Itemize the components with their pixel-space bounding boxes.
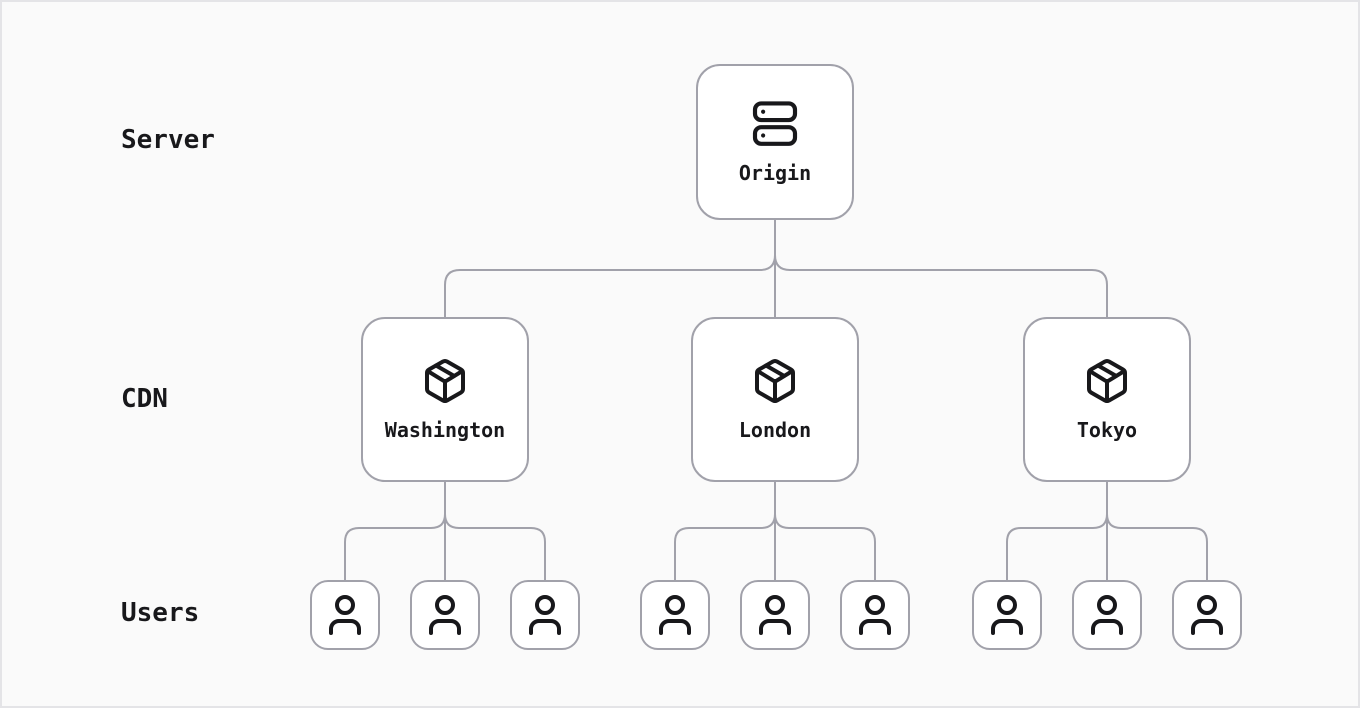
- node-origin-label: Origin: [738, 161, 812, 185]
- user-node: [840, 580, 910, 650]
- user-node: [1172, 580, 1242, 650]
- user-node: [740, 580, 810, 650]
- user-node: [972, 580, 1042, 650]
- row-label-server: Server: [121, 125, 215, 155]
- user-node: [410, 580, 480, 650]
- user-icon: [329, 595, 361, 635]
- row-label-users: Users: [121, 598, 200, 628]
- user-icon: [529, 595, 561, 635]
- user-icon: [991, 595, 1023, 635]
- package-icon: [425, 358, 465, 403]
- user-icon: [759, 595, 791, 635]
- user-node: [510, 580, 580, 650]
- node-origin: Origin: [696, 64, 854, 220]
- row-label-cdn: CDN: [121, 384, 168, 414]
- origin-to-cdn-connector: [444, 219, 1108, 317]
- user-icon: [659, 595, 691, 635]
- user-node: [310, 580, 380, 650]
- user-icon: [429, 595, 461, 635]
- washington-to-users-connector: [344, 482, 546, 580]
- user-node: [640, 580, 710, 650]
- node-cdn-label: Tokyo: [1076, 417, 1138, 442]
- user-icon: [1191, 595, 1223, 635]
- node-cdn-label: London: [738, 417, 812, 442]
- node-cdn-tokyo: Tokyo: [1023, 317, 1191, 482]
- package-icon: [755, 358, 795, 403]
- server-icon: [752, 101, 798, 146]
- package-icon: [1087, 358, 1127, 403]
- user-icon: [1091, 595, 1123, 635]
- node-cdn-london: London: [691, 317, 859, 482]
- london-to-users-connector: [674, 482, 876, 580]
- user-icon: [859, 595, 891, 635]
- node-cdn-label: Washington: [384, 417, 506, 442]
- user-node: [1072, 580, 1142, 650]
- tokyo-to-users-connector: [1006, 482, 1208, 580]
- node-cdn-washington: Washington: [361, 317, 529, 482]
